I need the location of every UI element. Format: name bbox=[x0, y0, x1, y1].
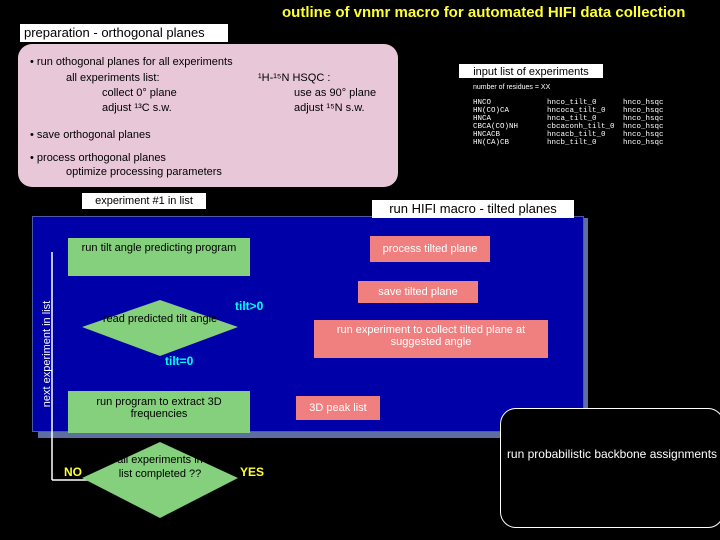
prep-line-list: all experiments list: bbox=[66, 72, 160, 84]
read-tilt-text: read predicted tilt angle bbox=[102, 313, 218, 325]
prep-line-process: • process orthogonal planes bbox=[30, 152, 166, 164]
experiment-names: HNCO HN(CO)CA HNCA CBCA(CO)NH HNCACB HN(… bbox=[473, 99, 519, 147]
extract-3d-box: run program to extract 3D frequencies bbox=[68, 391, 250, 433]
diagram-title: outline of vnmr macro for automated HIFI… bbox=[282, 4, 686, 21]
process-tilted-text: process tilted plane bbox=[382, 243, 478, 255]
save-tilted-text: save tilted plane bbox=[378, 286, 458, 298]
final-assignment-text: run probabilistic backbone assignments bbox=[506, 447, 718, 461]
tilt-files: hnco_tilt_0 hncoca_tilt_0 hnca_tilt_0 cb… bbox=[547, 99, 615, 147]
prep-hsqc-use: use as 90° plane bbox=[294, 87, 377, 99]
hsqc-files: hnco_hsqc hnco_hsqc hnco_hsqc hnco_hsqc … bbox=[623, 99, 664, 147]
tilt-predict-box: run tilt angle predicting program bbox=[68, 238, 250, 276]
tilt-eq-zero: tilt=0 bbox=[165, 354, 194, 368]
read-tilt-diamond bbox=[82, 300, 238, 356]
prep-hsqc-title: ¹H-¹⁵N HSQC : bbox=[258, 72, 331, 84]
run-experiment-text: run experiment to collect tilted plane a… bbox=[336, 324, 526, 348]
preparation-box: • run othogonal planes for all experimen… bbox=[18, 44, 398, 187]
process-tilted-box: process tilted plane bbox=[370, 236, 490, 262]
tilt-predict-text: run tilt angle predicting program bbox=[81, 242, 237, 254]
save-tilted-box: save tilted plane bbox=[358, 281, 478, 303]
preparation-label: preparation - orthogonal planes bbox=[20, 24, 228, 42]
peak-list-box: 3D peak list bbox=[296, 396, 380, 420]
run-experiment-box: run experiment to collect tilted plane a… bbox=[314, 320, 548, 358]
extract-3d-text: run program to extract 3D frequencies bbox=[96, 396, 222, 420]
no-label: NO bbox=[64, 465, 82, 479]
prep-line-adjust-c: adjust ¹³C s.w. bbox=[102, 102, 172, 114]
prep-line-save: • save orthogonal planes bbox=[30, 129, 151, 141]
prep-line-run: • run othogonal planes for all experimen… bbox=[30, 56, 233, 68]
tilt-gt-zero: tilt>0 bbox=[235, 299, 264, 313]
input-list-box: number of residues = XX HNCO HN(CO)CA HN… bbox=[458, 79, 712, 158]
experiment-1-label: experiment #1 in list bbox=[82, 193, 206, 209]
completed-text: all experiments in list completed ?? bbox=[117, 454, 203, 480]
prep-line-optimize: optimize processing parameters bbox=[66, 166, 222, 178]
completed-diamond bbox=[82, 442, 238, 518]
final-assignment-box: run probabilistic backbone assignments bbox=[500, 408, 720, 528]
prep-hsqc-adjust: adjust ¹⁵N s.w. bbox=[294, 102, 365, 114]
prep-line-collect: collect 0° plane bbox=[102, 87, 177, 99]
residues-count: number of residues = XX bbox=[473, 84, 551, 91]
hifi-macro-label: run HIFI macro - tilted planes bbox=[372, 200, 574, 218]
yes-label: YES bbox=[240, 465, 265, 479]
peak-list-text: 3D peak list bbox=[309, 402, 367, 414]
input-list-label: input list of experiments bbox=[458, 63, 604, 79]
